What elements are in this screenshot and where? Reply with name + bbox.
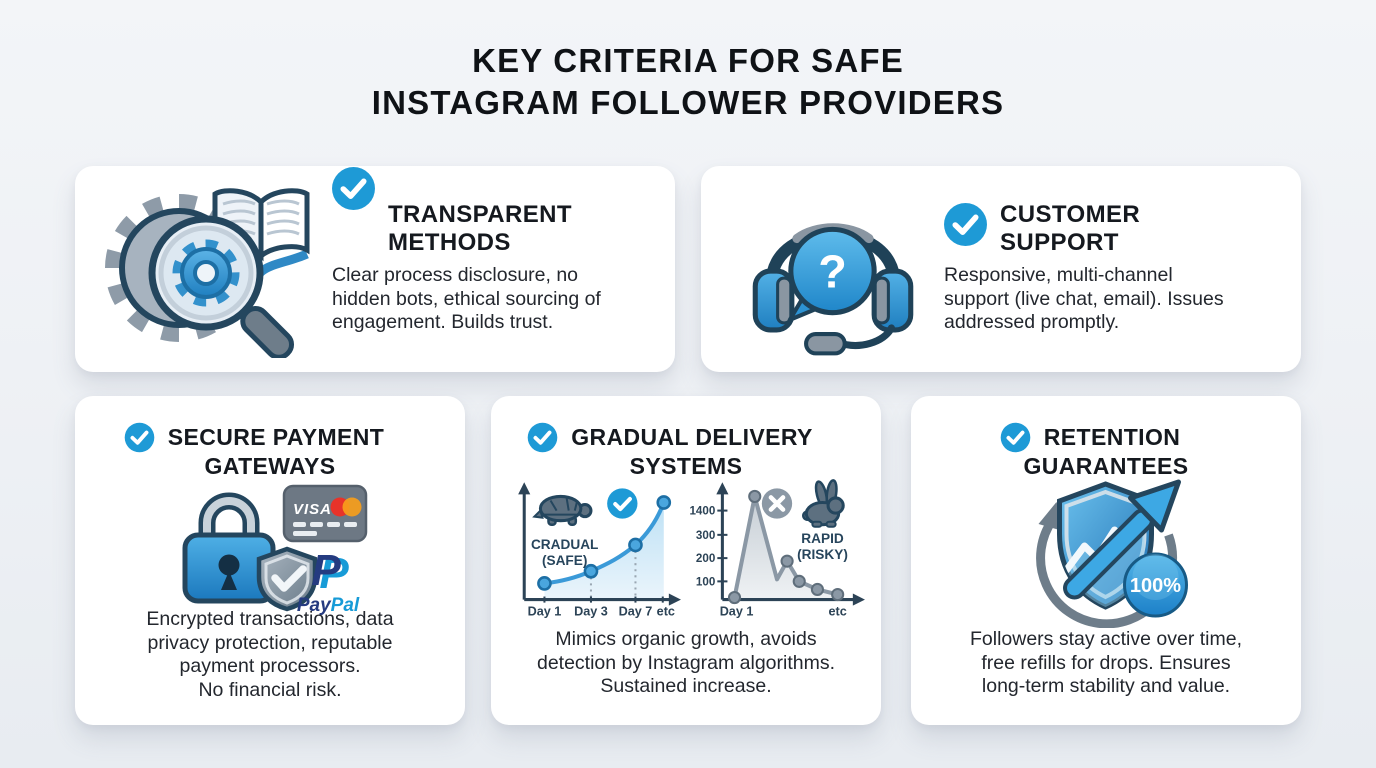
card-transparent-methods: TRANSPARENT METHODS Clear process disclo…	[75, 166, 675, 372]
card-customer-support: ? CUSTOMER SUPPORT Responsive, multi-cha…	[701, 166, 1301, 372]
svg-text:RAPID: RAPID	[801, 531, 844, 546]
card-title: CUSTOMER SUPPORT	[1000, 201, 1141, 256]
card-gradual-delivery-systems: GRADUAL DELIVERY SYSTEMS	[491, 396, 881, 725]
svg-text:1400: 1400	[689, 505, 715, 518]
svg-text:(SAFE): (SAFE)	[542, 553, 587, 568]
magnifier-icon	[148, 215, 295, 360]
svg-text:300: 300	[696, 529, 715, 542]
credit-card-icon: VISA	[282, 484, 368, 543]
card-title: RETENTION GUARANTEES	[911, 422, 1301, 480]
percent-badge: 100%	[1123, 552, 1188, 618]
check-icon	[331, 166, 376, 211]
growth-arrow-icon	[1063, 479, 1181, 600]
paypal-icon: P P PayPal	[297, 546, 360, 616]
rabbit-icon	[802, 479, 845, 528]
svg-text:etc: etc	[829, 605, 847, 619]
check-icon	[1000, 422, 1031, 453]
card-title: GRADUAL DELIVERY SYSTEMS	[491, 422, 881, 480]
card-body: Followers stay active over time, free re…	[969, 628, 1242, 698]
payment-security-icons: VISA P	[166, 478, 374, 618]
check-icon	[527, 422, 558, 453]
svg-text:100%: 100%	[1130, 575, 1181, 597]
cross-icon	[761, 488, 793, 519]
check-icon	[124, 422, 155, 453]
check-icon	[943, 202, 988, 247]
turtle-icon	[532, 494, 593, 527]
svg-text:?: ?	[818, 245, 847, 297]
svg-text:PayPal: PayPal	[297, 595, 360, 616]
gradual-growth-chart: CRADUAL (SAFE) Day 1 Day 3 Day 7 etc	[504, 476, 684, 620]
padlock-icon	[182, 492, 276, 604]
shield-growth-icon: 100%	[1007, 470, 1205, 629]
svg-text:CRADUAL: CRADUAL	[531, 537, 598, 552]
svg-text:100: 100	[696, 575, 715, 588]
card-body: Mimics organic growth, avoids detection …	[536, 628, 836, 698]
svg-text:Day 3: Day 3	[574, 605, 608, 619]
card-title: TRANSPARENT METHODS	[388, 201, 572, 257]
page-title-emphasis: SAFE	[811, 42, 904, 79]
svg-text:etc: etc	[657, 605, 675, 619]
card-body: Responsive, multi-channel support (live …	[944, 264, 1224, 334]
card-retention-guarantees: RETENTION GUARANTEES	[911, 396, 1301, 725]
gear-magnifier-book-icon	[103, 180, 315, 360]
card-title-line: TRANSPARENT	[388, 201, 572, 228]
check-icon	[607, 488, 638, 519]
svg-text:Day 1: Day 1	[720, 605, 754, 619]
svg-text:Day 1: Day 1	[528, 605, 562, 619]
chart-point	[727, 489, 845, 605]
shield-check-icon	[256, 546, 318, 612]
visa-label: VISA	[293, 501, 332, 518]
svg-text:P: P	[311, 546, 341, 595]
card-body: Encrypted transactions, data privacy pro…	[146, 608, 394, 701]
rapid-spike-chart: 1400 300 200 100	[688, 476, 868, 620]
card-secure-payment-gateways: SECURE PAYMENT GATEWAYS VISA	[75, 396, 465, 725]
card-title-line: METHODS	[388, 229, 511, 256]
card-title: SECURE PAYMENT GATEWAYS	[75, 422, 465, 480]
svg-text:200: 200	[696, 552, 715, 565]
page-title-line2: INSTAGRAM FOLLOWER PROVIDERS	[371, 84, 1005, 121]
svg-text:P: P	[319, 549, 349, 598]
card-body: Clear process disclosure, no hidden bots…	[332, 264, 601, 334]
svg-text:Day 7: Day 7	[619, 605, 653, 619]
chart-point	[537, 495, 672, 591]
question-bubble-icon: ?	[787, 226, 877, 322]
page-title-regular: KEY CRITERIA FOR	[472, 42, 802, 79]
svg-text:(RISKY): (RISKY)	[797, 547, 848, 562]
headset-question-icon: ?	[739, 180, 927, 358]
